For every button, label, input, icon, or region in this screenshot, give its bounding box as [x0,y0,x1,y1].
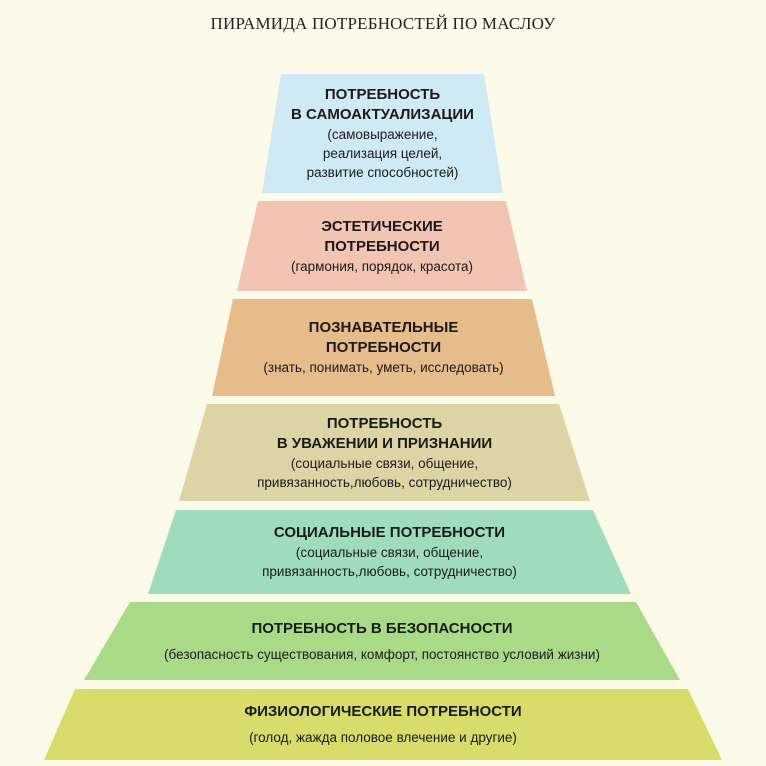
pyramid-level-label-1: ПОТРЕБНОСТЬ В САМОАКТУАЛИЗАЦИИ (самовыраж… [262,74,503,193]
level-description: (социальные связи, общение, привязанност… [257,455,512,490]
pyramid-level-2 [237,201,527,291]
level-title: ПОЗНАВАТЕЛЬНЫЕ ПОТРЕБНОСТИ [308,319,459,356]
level-title: СОЦИАЛЬНЫЕ ПОТРЕБНОСТИ [273,524,506,541]
level-description: (голод, жажда половое влечение и другие) [249,730,517,745]
level-title: ПОТРЕБНОСТЬ В САМОАКТУАЛИЗАЦИИ [291,86,474,123]
pyramid-level-3 [212,299,555,396]
level-title: ПОТРЕБНОСТЬ В БЕЗОПАСНОСТИ [251,619,513,637]
level-description: (социальные связи, общение, привязанност… [262,545,517,579]
pyramid-level-label-6: ПОТРЕБНОСТЬ В БЕЗОПАСНОСТИ (безопасность … [84,602,680,680]
pyramid-level-6 [84,602,680,680]
level-title: ФИЗИОЛОГИЧЕСКИЕ ПОТРЕБНОСТИ [244,703,522,720]
pyramid-level-label-2: ЭСТЕТИЧЕСКИЕ ПОТРЕБНОСТИ (гармония, поряд… [237,201,527,291]
level-description: (безопасность существования, комфорт, по… [164,646,600,662]
level-title: ПОТРЕБНОСТЬ В УВАЖЕНИИ И ПРИЗНАНИИ [276,414,493,452]
pyramid-level-5 [148,510,631,594]
level-description: (знать, понимать, уметь, исследовать) [263,360,504,375]
level-description: (самовыражение, реализация целей, развит… [306,127,459,180]
pyramid-level-4 [179,404,590,501]
pyramid-level-1 [262,74,503,193]
level-title: ЭСТЕТИЧЕСКИЕ ПОТРЕБНОСТИ [321,217,443,255]
level-description: (гармония, порядок, красота) [290,258,474,274]
page-title: ПИРАМИДА ПОТРЕБНОСТЕЙ ПО МАСЛОУ [210,14,556,33]
pyramid-level-label-7: ФИЗИОЛОГИЧЕСКИЕ ПОТРЕБНОСТИ (голод, жажда… [44,689,722,760]
pyramid-level-label-4: ПОТРЕБНОСТЬ В УВАЖЕНИИ И ПРИЗНАНИИ(социа… [179,404,590,501]
pyramid-level-label-3: ПОЗНАВАТЕЛЬНЫЕ ПОТРЕБНОСТИ (знать, понима… [212,299,555,396]
pyramid-level-7 [44,689,722,760]
pyramid-level-label-5: СОЦИАЛЬНЫЕ ПОТРЕБНОСТИ (социальные связи,… [148,510,631,594]
